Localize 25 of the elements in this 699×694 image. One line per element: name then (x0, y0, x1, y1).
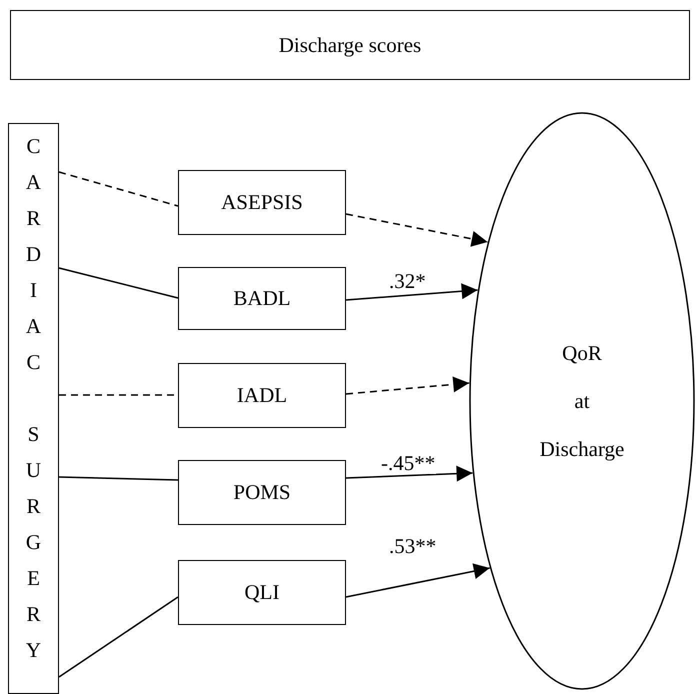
node-label: QoR at Discharge (540, 340, 624, 463)
vertical-box (8, 123, 59, 694)
connector (58, 171, 178, 207)
node-label: QLI (244, 580, 280, 605)
text-box (178, 460, 346, 525)
connector (58, 267, 178, 299)
text-box (178, 267, 346, 330)
connector (346, 213, 488, 247)
node-label: IADL (236, 383, 288, 408)
ellipse-node (469, 112, 695, 690)
text-box (10, 10, 690, 80)
connector (346, 466, 473, 482)
connector (58, 596, 178, 678)
connector (346, 563, 490, 598)
connector (346, 283, 478, 301)
node-label: ASEPSIS (221, 190, 303, 215)
text-box (178, 170, 346, 235)
node-label: BADL (233, 286, 291, 311)
node-label: POMS (233, 480, 291, 505)
text-box (178, 560, 346, 625)
node-label: CARDIAC SURGERY (26, 133, 42, 664)
connector (58, 476, 178, 481)
text-box (178, 363, 346, 428)
node-label: Discharge scores (278, 32, 422, 58)
connector (346, 376, 470, 395)
